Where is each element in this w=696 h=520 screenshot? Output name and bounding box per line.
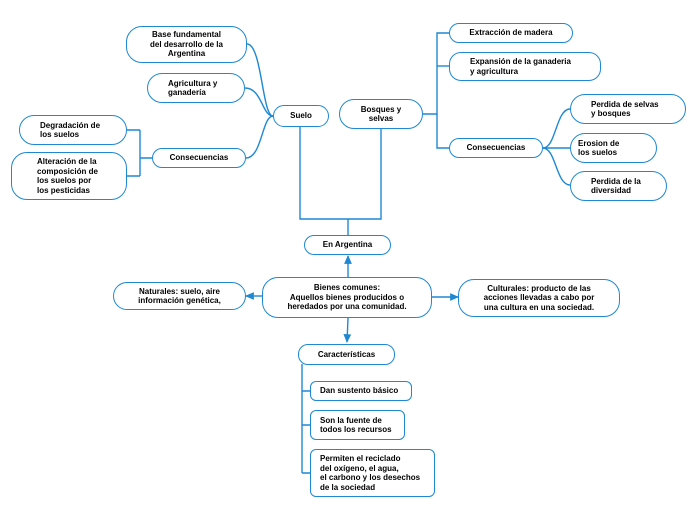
link-suelo-agricultura — [244, 87, 274, 117]
link-suelo-bracket — [299, 124, 382, 220]
node-extraccion-madera[interactable]: Extracción de madera — [449, 23, 573, 43]
node-alteracion-composicion[interactable]: Alteración de la composición de los suel… — [11, 152, 127, 200]
link-bosques-extraccion — [423, 32, 449, 115]
node-perdida-selvas[interactable]: Perdida de selvas y bosques — [570, 94, 686, 124]
link-caracteristicas-children — [301, 364, 310, 474]
link-consec-suelo-children — [127, 129, 152, 177]
link-suelo-base — [246, 43, 274, 117]
node-perdida-diversidad[interactable]: Perdida de la diversidad — [570, 171, 667, 201]
node-fuente-recursos[interactable]: Son la fuente de todos los recursos — [310, 410, 405, 440]
node-naturales[interactable]: Naturales: suelo, aire información genét… — [113, 282, 246, 310]
node-consecuencias-bosques[interactable]: Consecuencias — [449, 138, 543, 158]
node-en-argentina[interactable]: En Argentina — [304, 235, 391, 255]
node-erosion-suelos[interactable]: Erosion de los suelos — [570, 133, 657, 163]
node-culturales[interactable]: Culturales: producto de las acciones lle… — [458, 279, 620, 317]
link-bienes-caracteristicas — [343, 317, 352, 343]
node-dan-sustento[interactable]: Dan sustento básico — [310, 381, 412, 401]
node-bienes-comunes[interactable]: Bienes comunes: Aquellos bienes producid… — [262, 277, 432, 318]
node-expansion-ganaderia[interactable]: Expansión de la ganaderia y agricultura — [449, 52, 601, 81]
link-consec-perdida-selvas — [542, 108, 571, 149]
link-bosques-consecuencias — [436, 114, 449, 149]
node-suelo[interactable]: Suelo — [273, 105, 329, 127]
node-reciclado[interactable]: Permiten el reciclado del oxígeno, el ag… — [310, 449, 435, 497]
node-base-fundamental[interactable]: Base fundamental del desarrollo de la Ar… — [126, 26, 247, 63]
node-bosques-selvas[interactable]: Bosques y selvas — [339, 99, 423, 129]
node-consecuencias-suelo[interactable]: Consecuencias — [152, 148, 246, 168]
node-degradacion-suelos[interactable]: Degradación de los suelos — [19, 115, 127, 145]
node-caracteristicas[interactable]: Características — [298, 344, 395, 365]
link-consec-diversidad — [542, 147, 571, 186]
node-agricultura-ganaderia[interactable]: Agricultura y ganadería — [147, 73, 245, 103]
link-suelo-consecuencias — [245, 115, 274, 159]
